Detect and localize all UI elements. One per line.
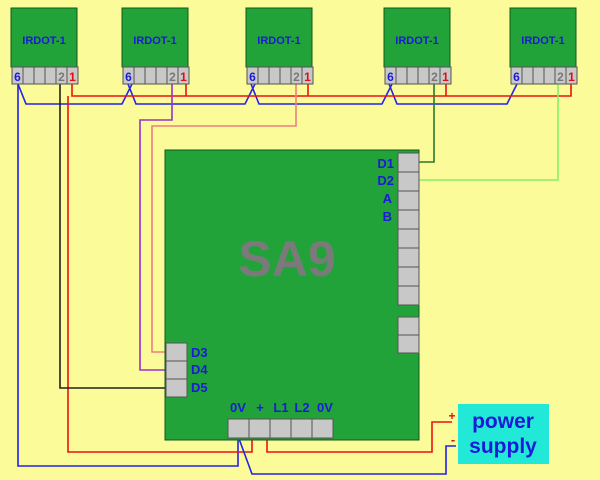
detector-terminal-strip bbox=[510, 66, 578, 85]
label-l2: L2 bbox=[294, 400, 309, 415]
detector-terminal-strip bbox=[246, 66, 314, 85]
wire-green-d1 bbox=[419, 84, 435, 163]
pin-2-label: 2 bbox=[169, 70, 176, 84]
label-plus: + bbox=[256, 400, 264, 415]
pin-1-label: 1 bbox=[69, 70, 76, 84]
label-d3: D3 bbox=[191, 345, 208, 360]
wire-red-power bbox=[67, 96, 253, 453]
left-terminal-block bbox=[165, 342, 188, 398]
pin-6-label: 6 bbox=[387, 70, 394, 84]
detector-2: IRDOT-1 6 2 1 bbox=[121, 7, 190, 85]
pin-6-label: 6 bbox=[125, 70, 132, 84]
pin-1-label: 1 bbox=[304, 70, 311, 84]
label-a: A bbox=[383, 191, 393, 206]
pin-6-label: 6 bbox=[249, 70, 256, 84]
label-d1: D1 bbox=[377, 156, 394, 171]
wire-purple-d4 bbox=[139, 84, 173, 371]
pin-1-label: 1 bbox=[442, 70, 449, 84]
label-d2: D2 bbox=[377, 173, 394, 188]
detector-terminal-strip bbox=[11, 66, 79, 85]
detector-4: IRDOT-1 6 2 1 bbox=[383, 7, 452, 85]
wire-blue-link-4 bbox=[388, 83, 518, 105]
wire-blue-bus bbox=[17, 84, 239, 467]
wire-red-supply bbox=[266, 421, 452, 453]
label-l1: L1 bbox=[273, 400, 288, 415]
detector-label: IRDOT-1 bbox=[257, 35, 300, 47]
pin-6-label: 6 bbox=[513, 70, 520, 84]
label-0v-left: 0V bbox=[230, 400, 246, 415]
detector-label: IRDOT-1 bbox=[395, 35, 438, 47]
detector-body bbox=[245, 7, 313, 68]
pin-1-label: 1 bbox=[180, 70, 187, 84]
wire-red-link bbox=[71, 84, 572, 97]
detector-5: IRDOT-1 6 2 1 bbox=[509, 7, 578, 85]
pin-2-label: 2 bbox=[431, 70, 438, 84]
label-b: B bbox=[383, 209, 392, 224]
sa9-board: SA9 D1 D2 A B D3 D4 D5 bbox=[164, 149, 420, 441]
pin-6-label: 6 bbox=[14, 70, 21, 84]
sa9-board-body bbox=[164, 149, 420, 441]
power-supply-line2: supply bbox=[469, 435, 537, 458]
pin-2-label: 2 bbox=[293, 70, 300, 84]
wire-salmon-d3 bbox=[151, 84, 297, 353]
power-minus-terminal: - bbox=[451, 432, 455, 447]
wire-blue-link-3 bbox=[250, 83, 393, 105]
wire-black-d5 bbox=[59, 84, 166, 389]
detectors: IRDOT-1 6 2 1 IRDOT-1 bbox=[10, 7, 578, 85]
detector-terminal-strip bbox=[384, 66, 452, 85]
detector-1: IRDOT-1 6 2 1 bbox=[10, 7, 79, 85]
detector-body bbox=[509, 7, 577, 68]
label-d5: D5 bbox=[191, 380, 208, 395]
pin-1-label: 1 bbox=[568, 70, 575, 84]
detector-terminal-strip bbox=[122, 66, 190, 85]
wire-blue-link-1 bbox=[17, 83, 133, 105]
power-supply-line1: power bbox=[472, 410, 534, 433]
pin-2-label: 2 bbox=[58, 70, 65, 84]
wire-blue-link-2 bbox=[127, 83, 256, 105]
wires bbox=[17, 83, 572, 475]
wire-blue-supply bbox=[237, 435, 456, 475]
aux-terminal-block bbox=[397, 316, 420, 354]
detector-label: IRDOT-1 bbox=[521, 35, 564, 47]
power-supply-box bbox=[458, 404, 549, 464]
detector-body bbox=[121, 7, 189, 68]
wire-lightgreen-d2 bbox=[419, 84, 559, 181]
label-0v-right: 0V bbox=[317, 400, 333, 415]
detector-3: IRDOT-1 6 2 1 bbox=[245, 7, 314, 85]
sa9-title: SA9 bbox=[238, 231, 335, 287]
pin-2-label: 2 bbox=[557, 70, 564, 84]
detector-label: IRDOT-1 bbox=[133, 35, 176, 47]
label-d4: D4 bbox=[191, 362, 208, 377]
power-plus-terminal: + bbox=[448, 409, 455, 423]
detector-label: IRDOT-1 bbox=[22, 35, 65, 47]
bottom-terminal-block bbox=[227, 418, 334, 439]
right-terminal-block bbox=[397, 152, 420, 306]
power-supply: power supply + - bbox=[448, 404, 549, 464]
